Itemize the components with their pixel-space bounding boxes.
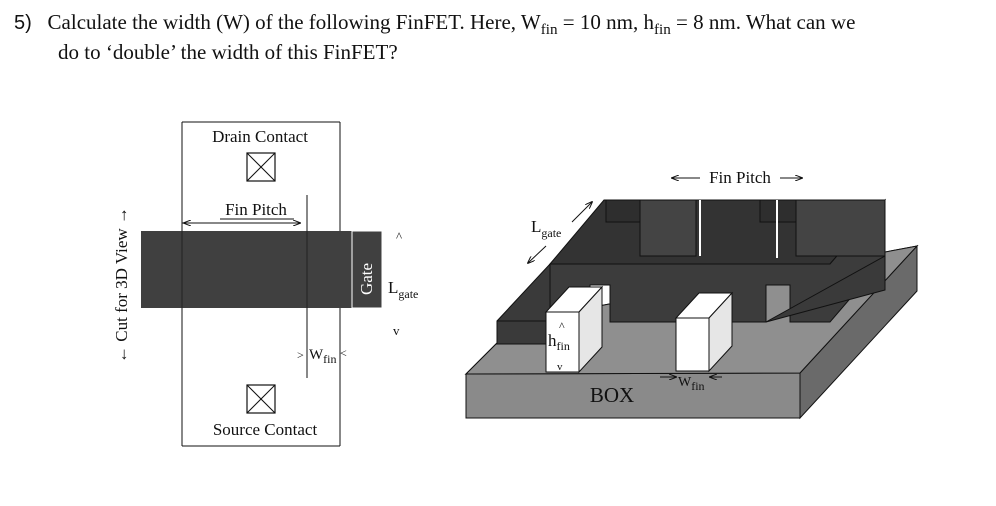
- question-text-part3: = 8 nm. What can we: [670, 10, 856, 34]
- lgate-label-3d: Lgate: [531, 217, 561, 240]
- h-fin-subscript: fin: [653, 22, 671, 39]
- question-text-part2: = 10 nm, h: [557, 10, 654, 34]
- source-contact-label: Source Contact: [213, 420, 318, 439]
- hfin-arrow-up-icon: ^: [559, 319, 565, 333]
- fin-pitch-label-3d: Fin Pitch: [709, 168, 771, 187]
- fin-1: [544, 285, 604, 374]
- lgate-3d-arrow-down: [528, 245, 547, 263]
- question-text-line2: do to ‘double’ the width of this FinFET?: [58, 40, 398, 64]
- 3d-view-labels: Fin Pitch Lgate ^ hfin v Wfin BOX: [531, 168, 771, 407]
- fin-2: [674, 291, 734, 373]
- drain-contact-label: Drain Contact: [212, 127, 308, 146]
- question-text: 5) Calculate the width (W) of the follow…: [14, 8, 974, 67]
- gate-label-box: [351, 230, 383, 309]
- lgate-arrow-up-icon: ^: [396, 229, 402, 244]
- cut-for-3d-view-label: ← Cut for 3D View →: [112, 207, 131, 363]
- lgate-3d-arrow-up: [571, 202, 592, 223]
- hfin-arrow-down-icon: v: [557, 361, 563, 373]
- question-text-part1: Calculate the width (W) of the following…: [47, 10, 541, 34]
- hfin-label-3d: hfin: [548, 331, 570, 353]
- gate-label: Gate: [357, 263, 376, 295]
- source-contact-icon: [246, 384, 276, 414]
- drain-contact-icon: [246, 152, 276, 182]
- question-number: 5): [14, 12, 32, 34]
- lgate-arrow-down-icon: v: [393, 323, 400, 338]
- top-view-diagram: Drain Contact Fin Pitch Gate ^ Lgate v >…: [112, 121, 418, 447]
- w-fin-subscript: fin: [540, 22, 558, 39]
- box-label: BOX: [590, 383, 634, 407]
- gate-bar: [141, 231, 381, 308]
- fin-pitch-label-top: Fin Pitch: [225, 200, 287, 219]
- 3d-view-diagram: [464, 178, 919, 420]
- wfin-label-3d: Wfin: [678, 375, 705, 393]
- lgate-label-top: Lgate: [388, 278, 418, 301]
- wfin-arrow-right-icon: >: [297, 348, 304, 362]
- wfin-label-top: Wfin: [309, 347, 337, 366]
- wfin-arrow-left-icon: <: [340, 346, 347, 360]
